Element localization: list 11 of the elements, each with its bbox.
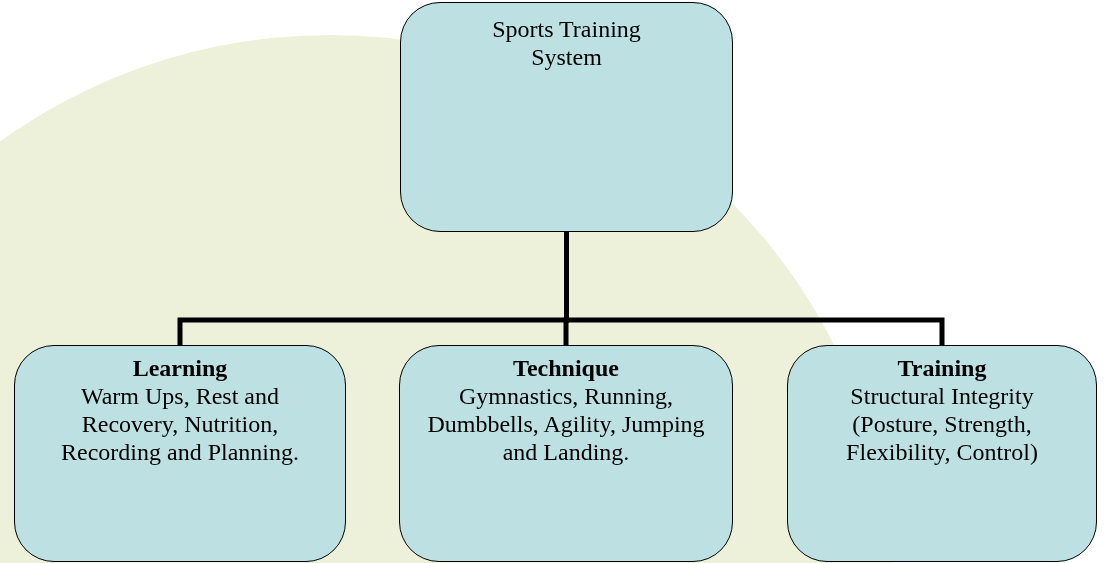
box-text: Warm Ups, Rest and Recovery, Nutrition, Recording and Planning.	[60, 382, 300, 466]
rounded-box	[14, 345, 346, 562]
box-text: Structural Integrity (Posture, Strength, Flexibility, Control)	[845, 382, 1039, 466]
box-heading: Technique	[512, 354, 620, 382]
box-text: Sports Training System	[491, 15, 642, 71]
box-text: Gymnastics, Running, Dumbbells, Agility, Jumping and Landing.	[426, 382, 706, 466]
box-heading: Learning	[131, 354, 229, 382]
rounded-box	[399, 345, 733, 562]
rounded-box	[787, 345, 1097, 562]
rounded-box	[400, 2, 733, 232]
box-heading: Training	[896, 354, 988, 382]
